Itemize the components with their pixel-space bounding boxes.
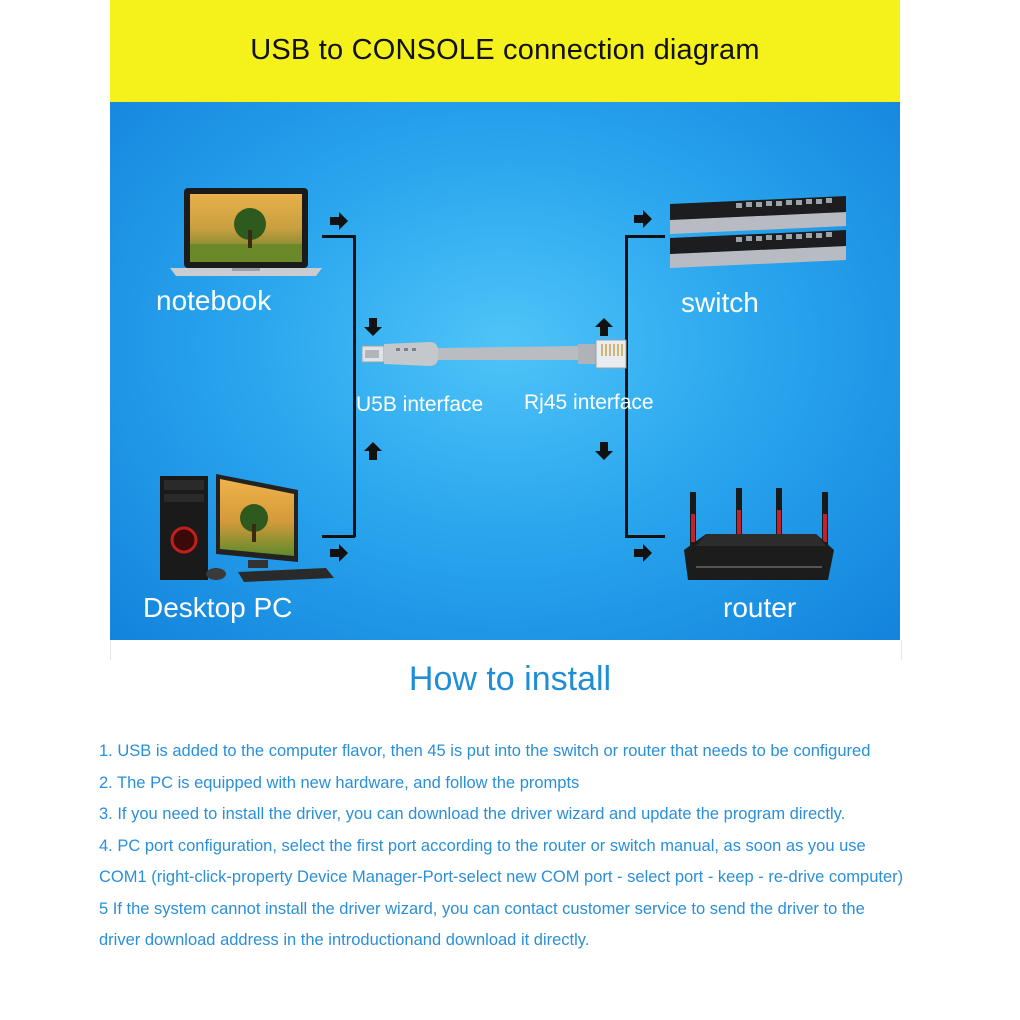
router-label: router [723, 592, 797, 623]
desktop-pc-image [160, 474, 334, 582]
install-step: 5 If the system cannot install the drive… [99, 899, 865, 918]
usb-console-cable-image [361, 339, 627, 369]
router-image [684, 488, 834, 580]
usb-interface-label: U5B interface [356, 393, 484, 416]
install-heading: How to install [408, 660, 612, 698]
arrow-right-icon [330, 212, 348, 230]
install-step: COM1 (right-click-property Device Manage… [99, 868, 904, 886]
install-step: 1. USB is added to the computer flavor, … [99, 742, 871, 760]
left-connector-bottom [322, 535, 355, 538]
connection-diagram: notebook Desktop PC [110, 102, 900, 640]
left-connector-top [322, 235, 355, 238]
right-connector-top [625, 235, 665, 238]
diagram-bottom-edge [110, 640, 902, 660]
install-step: 4. PC port configuration, select the fir… [99, 836, 866, 855]
desktop-pc-label: Desktop PC [143, 592, 293, 623]
arrow-right-icon [634, 210, 652, 228]
arrow-down-icon [364, 318, 382, 336]
title-banner: USB to CONSOLE connection diagram [110, 0, 900, 102]
install-step: 3. If you need to install the driver, yo… [99, 805, 846, 823]
notebook-label: notebook [156, 285, 272, 316]
install-step: 2. The PC is equipped with new hardware,… [99, 773, 580, 792]
install-step: driver download address in the introduct… [99, 931, 590, 949]
arrow-right-icon [634, 544, 652, 562]
switch-image [670, 196, 846, 268]
right-connector-bottom [625, 535, 665, 538]
notebook-image [170, 188, 322, 276]
arrow-right-icon [330, 544, 348, 562]
left-connector-vertical [353, 235, 356, 537]
install-steps: 1. USB is added to the computer flavor, … [99, 736, 999, 957]
arrow-up-icon [364, 442, 382, 460]
rj45-interface-label: Rj45 interface [524, 391, 654, 414]
right-connector-vertical [625, 235, 628, 537]
arrow-up-icon [595, 318, 613, 336]
arrow-down-icon [595, 442, 613, 460]
diagram-title: USB to CONSOLE connection diagram [250, 34, 760, 66]
switch-label: switch [681, 287, 759, 318]
